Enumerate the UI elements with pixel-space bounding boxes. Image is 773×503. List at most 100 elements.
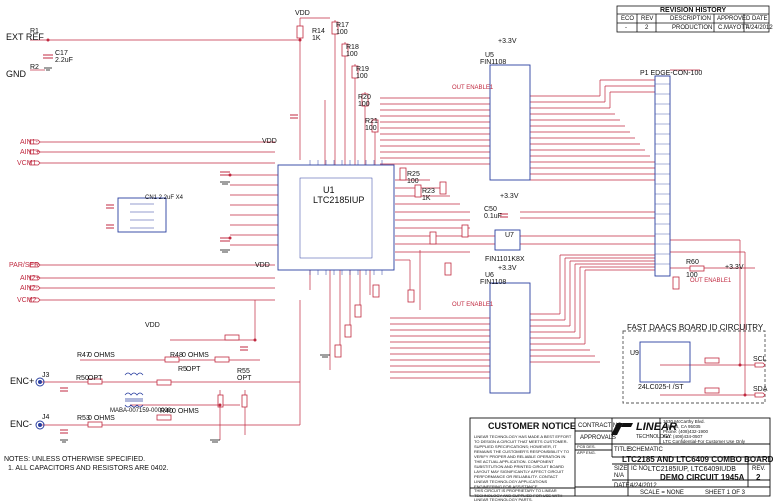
port-flags [29, 139, 766, 398]
u9-part: 24LC025-I /ST [638, 384, 684, 391]
rev-header-description: DESCRIPTION [670, 16, 712, 22]
signal-wires [30, 17, 755, 440]
r1-label: R1 [30, 28, 39, 35]
r48-value: 0 OHMS [182, 352, 209, 359]
r20-label: R20 [358, 94, 371, 101]
ground-symbols [44, 67, 330, 443]
port-vcm2: VCM2 [17, 297, 37, 304]
sda-label: SDA [753, 386, 768, 393]
port-par-ser: PAR/SER [9, 262, 40, 269]
r48-label: R48 [170, 352, 183, 359]
j3-label: J3 [42, 372, 50, 379]
r60-value: 100 [686, 272, 698, 279]
size-value: N/A [614, 473, 625, 479]
logo-text: LINEAR [636, 421, 677, 433]
approvals-label: APPROVALS [580, 435, 616, 441]
revision-history-table [616, 5, 770, 33]
revision-title: REVISION HISTORY [660, 7, 727, 14]
c50-value: 0.1uF [484, 213, 502, 220]
vdd-label-3: VDD [255, 262, 270, 269]
r20-value: 100 [358, 101, 370, 108]
port-ain1-minus: AIN1- [20, 139, 38, 146]
port-ext-ref: EXT REF [6, 32, 44, 42]
u6-part: FIN1108 [480, 279, 507, 286]
r23-value: 1K [422, 195, 431, 202]
u6-ref: U6 [485, 272, 494, 279]
customer-notice-body: LINEAR TECHNOLOGY HAS MADE A BEST EFFORT… [474, 434, 572, 489]
address-line-2: Milpitas, CA 95035 [663, 424, 701, 429]
port-ain2-minus: AIN2- [20, 285, 38, 292]
r55-label: R55 [237, 368, 250, 375]
v33-label-3: +3.3V [500, 193, 519, 200]
port-vcm1: VCM1 [17, 160, 37, 167]
rev-header-approved: APPROVED [717, 16, 751, 22]
r25-label: R25 [407, 171, 420, 178]
coax-connectors [35, 377, 45, 430]
customer-notice-footer: THIS CIRCUIT IS PROPRIETARY TO LINEAR TE… [474, 488, 563, 502]
phone: Phone: (408)432-1900 [663, 429, 709, 434]
scl-label: SCL [753, 356, 767, 363]
r2-label: R2 [30, 64, 39, 71]
u9-ref: U9 [630, 350, 639, 357]
r5-label: R5 [178, 366, 187, 373]
r53-value: 0 OHMS [88, 415, 115, 422]
ic-label: IC NO. [631, 466, 650, 472]
r17-label: R17 [336, 22, 349, 29]
u1-pins [309, 160, 383, 275]
v33-label-2: +3.3V [498, 265, 517, 272]
rev-header-eco: ECO [621, 16, 635, 22]
r21-value: 100 [365, 125, 377, 132]
r55-value: OPT [237, 375, 252, 382]
u7-part: FIN1101K8X [485, 256, 525, 263]
notes-line-1: NOTES: UNLESS OTHERWISE SPECIFIED. [4, 456, 146, 463]
r23-label: R23 [422, 188, 435, 195]
c17-label: C17 [55, 50, 68, 57]
u5-part: FIN1108 [480, 59, 507, 66]
c50-label: C50 [484, 206, 497, 213]
date-value: 4/24/2012 [630, 483, 657, 489]
port-ain1-plus: AIN1+ [20, 149, 40, 156]
vdd-label-4: VDD [145, 322, 160, 329]
u1-ref: U1 [323, 185, 335, 195]
r17-value: 100 [336, 29, 348, 36]
port-enc-plus: ENC+ [10, 376, 35, 386]
r50-value: OPT [88, 375, 103, 382]
vdd-label-2: VDD [295, 10, 310, 17]
rev-cell-description: PRODUCTION [672, 25, 713, 31]
u7-ref: U7 [505, 232, 514, 239]
r47-label: R47 [77, 352, 90, 359]
p1-pins [655, 83, 670, 265]
r19-label: R19 [356, 66, 369, 73]
sheet-label: SHEET 1 OF 3 [705, 490, 745, 496]
r18-value: 100 [346, 51, 358, 58]
r25-value: 100 [407, 178, 419, 185]
resistors [87, 21, 720, 428]
customer-notice-title: CUSTOMER NOTICE [488, 421, 576, 431]
title-label: TITLE: [614, 447, 633, 453]
linear-logo [611, 423, 633, 435]
rev-cell-approved: C.MAYOTT [718, 25, 749, 31]
rev-label: REV. [752, 466, 766, 472]
port-ain2-plus: AIN2+ [20, 275, 40, 282]
r50-label: R50 [76, 375, 89, 382]
r40-label: R40 [160, 408, 173, 415]
contract-no-label: CONTRACT NO. [578, 423, 624, 429]
j4-label: J4 [42, 414, 50, 421]
v33-label-1: +3.3V [498, 38, 517, 45]
r60-label: R60 [686, 259, 699, 266]
scale-label: SCALE = NONE [640, 490, 684, 496]
board-title: LTC2185 AND LTC6409 COMBO BOARD [622, 455, 773, 464]
title-value: SCHEMATIC [628, 447, 663, 453]
rev-value: 2 [756, 473, 761, 482]
transformer-t3 [124, 372, 144, 408]
u1-part: LTC2185IUP [313, 195, 365, 205]
t3-label: MABA-007159-000000 [110, 408, 172, 414]
fax: Fax: (408)434-0507 [663, 434, 703, 439]
r14-label: R14 [312, 28, 325, 35]
r47-value: 0 OHMS [88, 352, 115, 359]
app-eng-label: APP ENG. [577, 450, 596, 455]
junction-dots [46, 38, 747, 407]
p1-label: P1 EDGE-CON-100 [640, 70, 703, 77]
r53-label: R53 [77, 415, 90, 422]
